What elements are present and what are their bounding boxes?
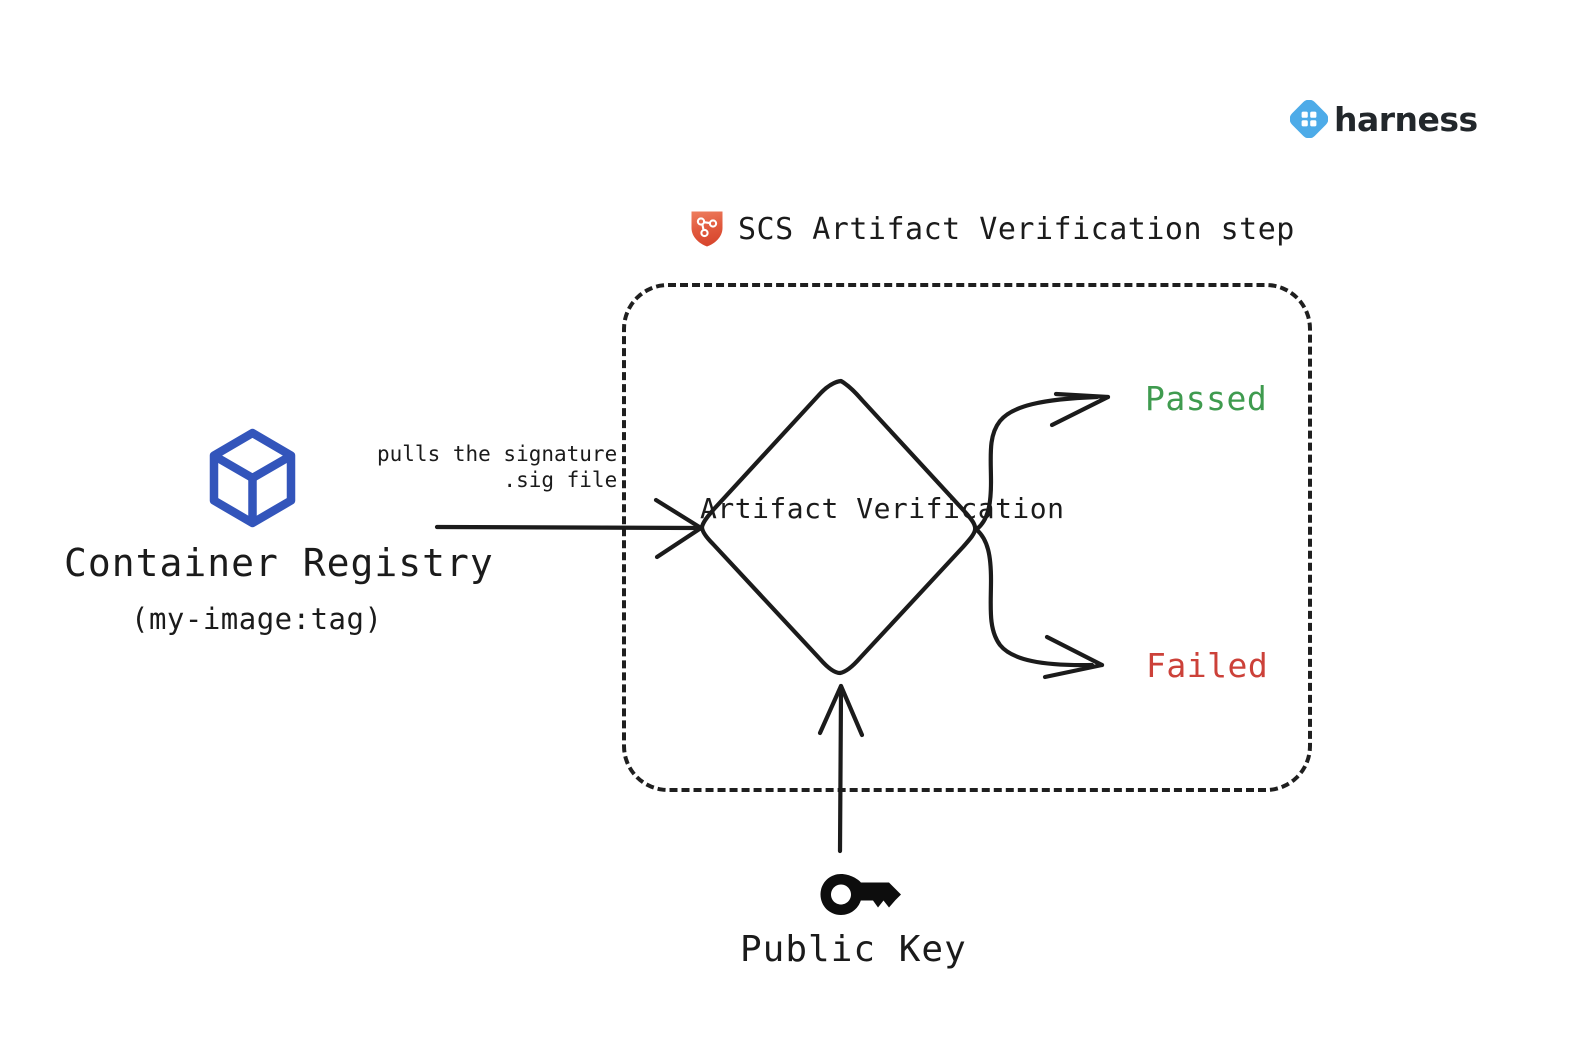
- container-registry-title: Container Registry: [64, 541, 494, 585]
- harness-diamond-logo-icon: [1289, 99, 1329, 139]
- public-key-label: Public Key: [740, 929, 967, 970]
- scs-shield-icon: [690, 210, 724, 248]
- artifact-verification-label: Artifact Verification: [700, 492, 1065, 525]
- key-icon: [815, 866, 905, 930]
- scs-step-boundary: [622, 283, 1312, 792]
- harness-brand-lockup: harness: [1289, 99, 1478, 139]
- step-title-text: SCS Artifact Verification step: [738, 211, 1295, 247]
- pull-signature-edge-label: pulls the signature .sig file: [377, 442, 618, 492]
- outcome-failed-label: Failed: [1146, 646, 1269, 685]
- outcome-passed-label: Passed: [1145, 379, 1268, 418]
- step-title-group: SCS Artifact Verification step: [690, 210, 1295, 248]
- container-cube-icon: [205, 428, 300, 532]
- container-registry-subtitle: (my-image:tag): [131, 602, 383, 636]
- harness-wordmark: harness: [1334, 99, 1478, 139]
